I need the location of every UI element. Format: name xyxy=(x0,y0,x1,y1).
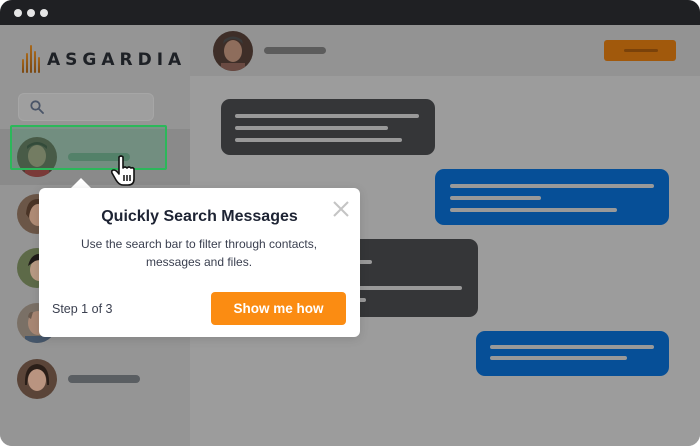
show-me-how-button[interactable]: Show me how xyxy=(211,292,346,325)
message-outgoing xyxy=(476,331,669,376)
popover-title: Quickly Search Messages xyxy=(101,208,298,225)
step-indicator: Step 1 of 3 xyxy=(52,302,113,316)
message-incoming xyxy=(221,99,435,155)
message-outgoing xyxy=(435,169,669,225)
search-input[interactable] xyxy=(18,93,154,121)
avatar xyxy=(17,137,57,177)
avatar[interactable] xyxy=(213,31,253,71)
window-dot-icon[interactable] xyxy=(14,9,22,17)
search-icon xyxy=(30,100,44,114)
window-titlebar xyxy=(0,0,700,25)
contact-name xyxy=(68,375,140,383)
popover-description: Use the search bar to filter through con… xyxy=(80,237,318,269)
chat-contact-name xyxy=(264,47,326,54)
contact-item[interactable] xyxy=(0,129,190,185)
header-action-button[interactable] xyxy=(604,40,676,61)
popover-arrow xyxy=(70,178,92,189)
logo-text: ASGARDIA xyxy=(47,50,187,70)
avatar xyxy=(17,359,57,399)
window-dot-icon[interactable] xyxy=(27,9,35,17)
window-dot-icon[interactable] xyxy=(40,9,48,17)
tour-popover: Quickly Search Messages Use the search b… xyxy=(39,188,360,337)
logo-bars-icon xyxy=(22,45,40,73)
close-icon[interactable] xyxy=(332,200,350,218)
contact-name xyxy=(68,153,130,161)
app-logo: ASGARDIA xyxy=(22,43,186,73)
contact-item[interactable] xyxy=(0,351,190,407)
hand-cursor-icon xyxy=(110,155,135,186)
tour-highlight xyxy=(10,125,167,170)
chat-header xyxy=(190,25,700,76)
